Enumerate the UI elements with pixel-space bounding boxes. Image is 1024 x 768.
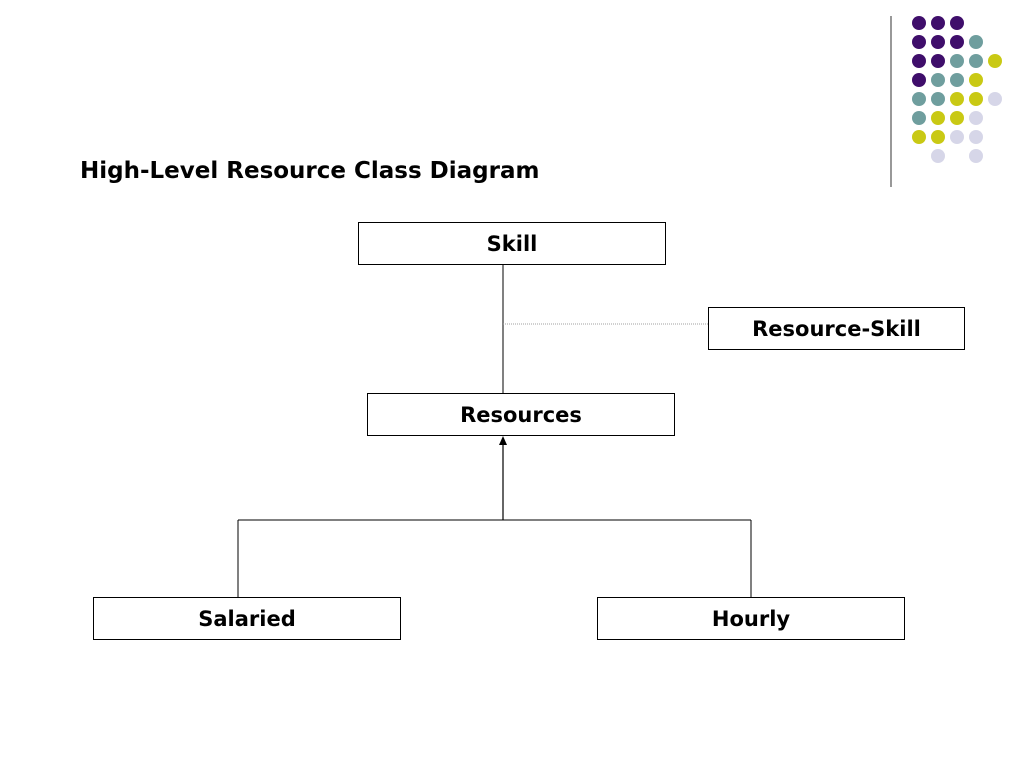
decorative-dot — [931, 54, 945, 68]
decorative-dot — [950, 54, 964, 68]
decorative-dot — [912, 35, 926, 49]
decorative-dot — [931, 130, 945, 144]
decorative-dot — [969, 149, 983, 163]
decorative-dot — [912, 92, 926, 106]
decorative-dot — [931, 111, 945, 125]
skill-class-box: Skill — [358, 222, 666, 265]
decorative-dot — [969, 92, 983, 106]
decorative-dot — [950, 73, 964, 87]
slide-title: High-Level Resource Class Diagram — [80, 158, 540, 184]
hourly-class-box: Hourly — [597, 597, 905, 640]
inheritance-arrow-head — [499, 436, 507, 445]
decorative-dot — [988, 54, 1002, 68]
decorative-dot — [969, 73, 983, 87]
decorative-dot — [969, 35, 983, 49]
decorative-dot — [969, 54, 983, 68]
salaried-class-box: Salaried — [93, 597, 401, 640]
decorative-dot — [912, 54, 926, 68]
decorative-dot — [931, 73, 945, 87]
decorative-dot — [931, 16, 945, 30]
decorative-dot-grid — [890, 16, 1002, 187]
resources-class-box: Resources — [367, 393, 675, 436]
decorative-dot — [912, 130, 926, 144]
decorative-dot — [931, 35, 945, 49]
decorative-dot — [950, 130, 964, 144]
decorative-dot — [969, 130, 983, 144]
decorative-dot — [912, 73, 926, 87]
decorative-dot — [950, 35, 964, 49]
decorative-dot — [950, 111, 964, 125]
decorative-dot — [988, 92, 1002, 106]
decorative-dot — [931, 92, 945, 106]
decorative-dot — [912, 111, 926, 125]
decorative-dot — [969, 111, 983, 125]
decorative-dot — [950, 92, 964, 106]
decorative-dot — [950, 16, 964, 30]
resource-skill-class-box: Resource-Skill — [708, 307, 965, 350]
decorative-dot — [931, 149, 945, 163]
decorative-dot — [912, 16, 926, 30]
